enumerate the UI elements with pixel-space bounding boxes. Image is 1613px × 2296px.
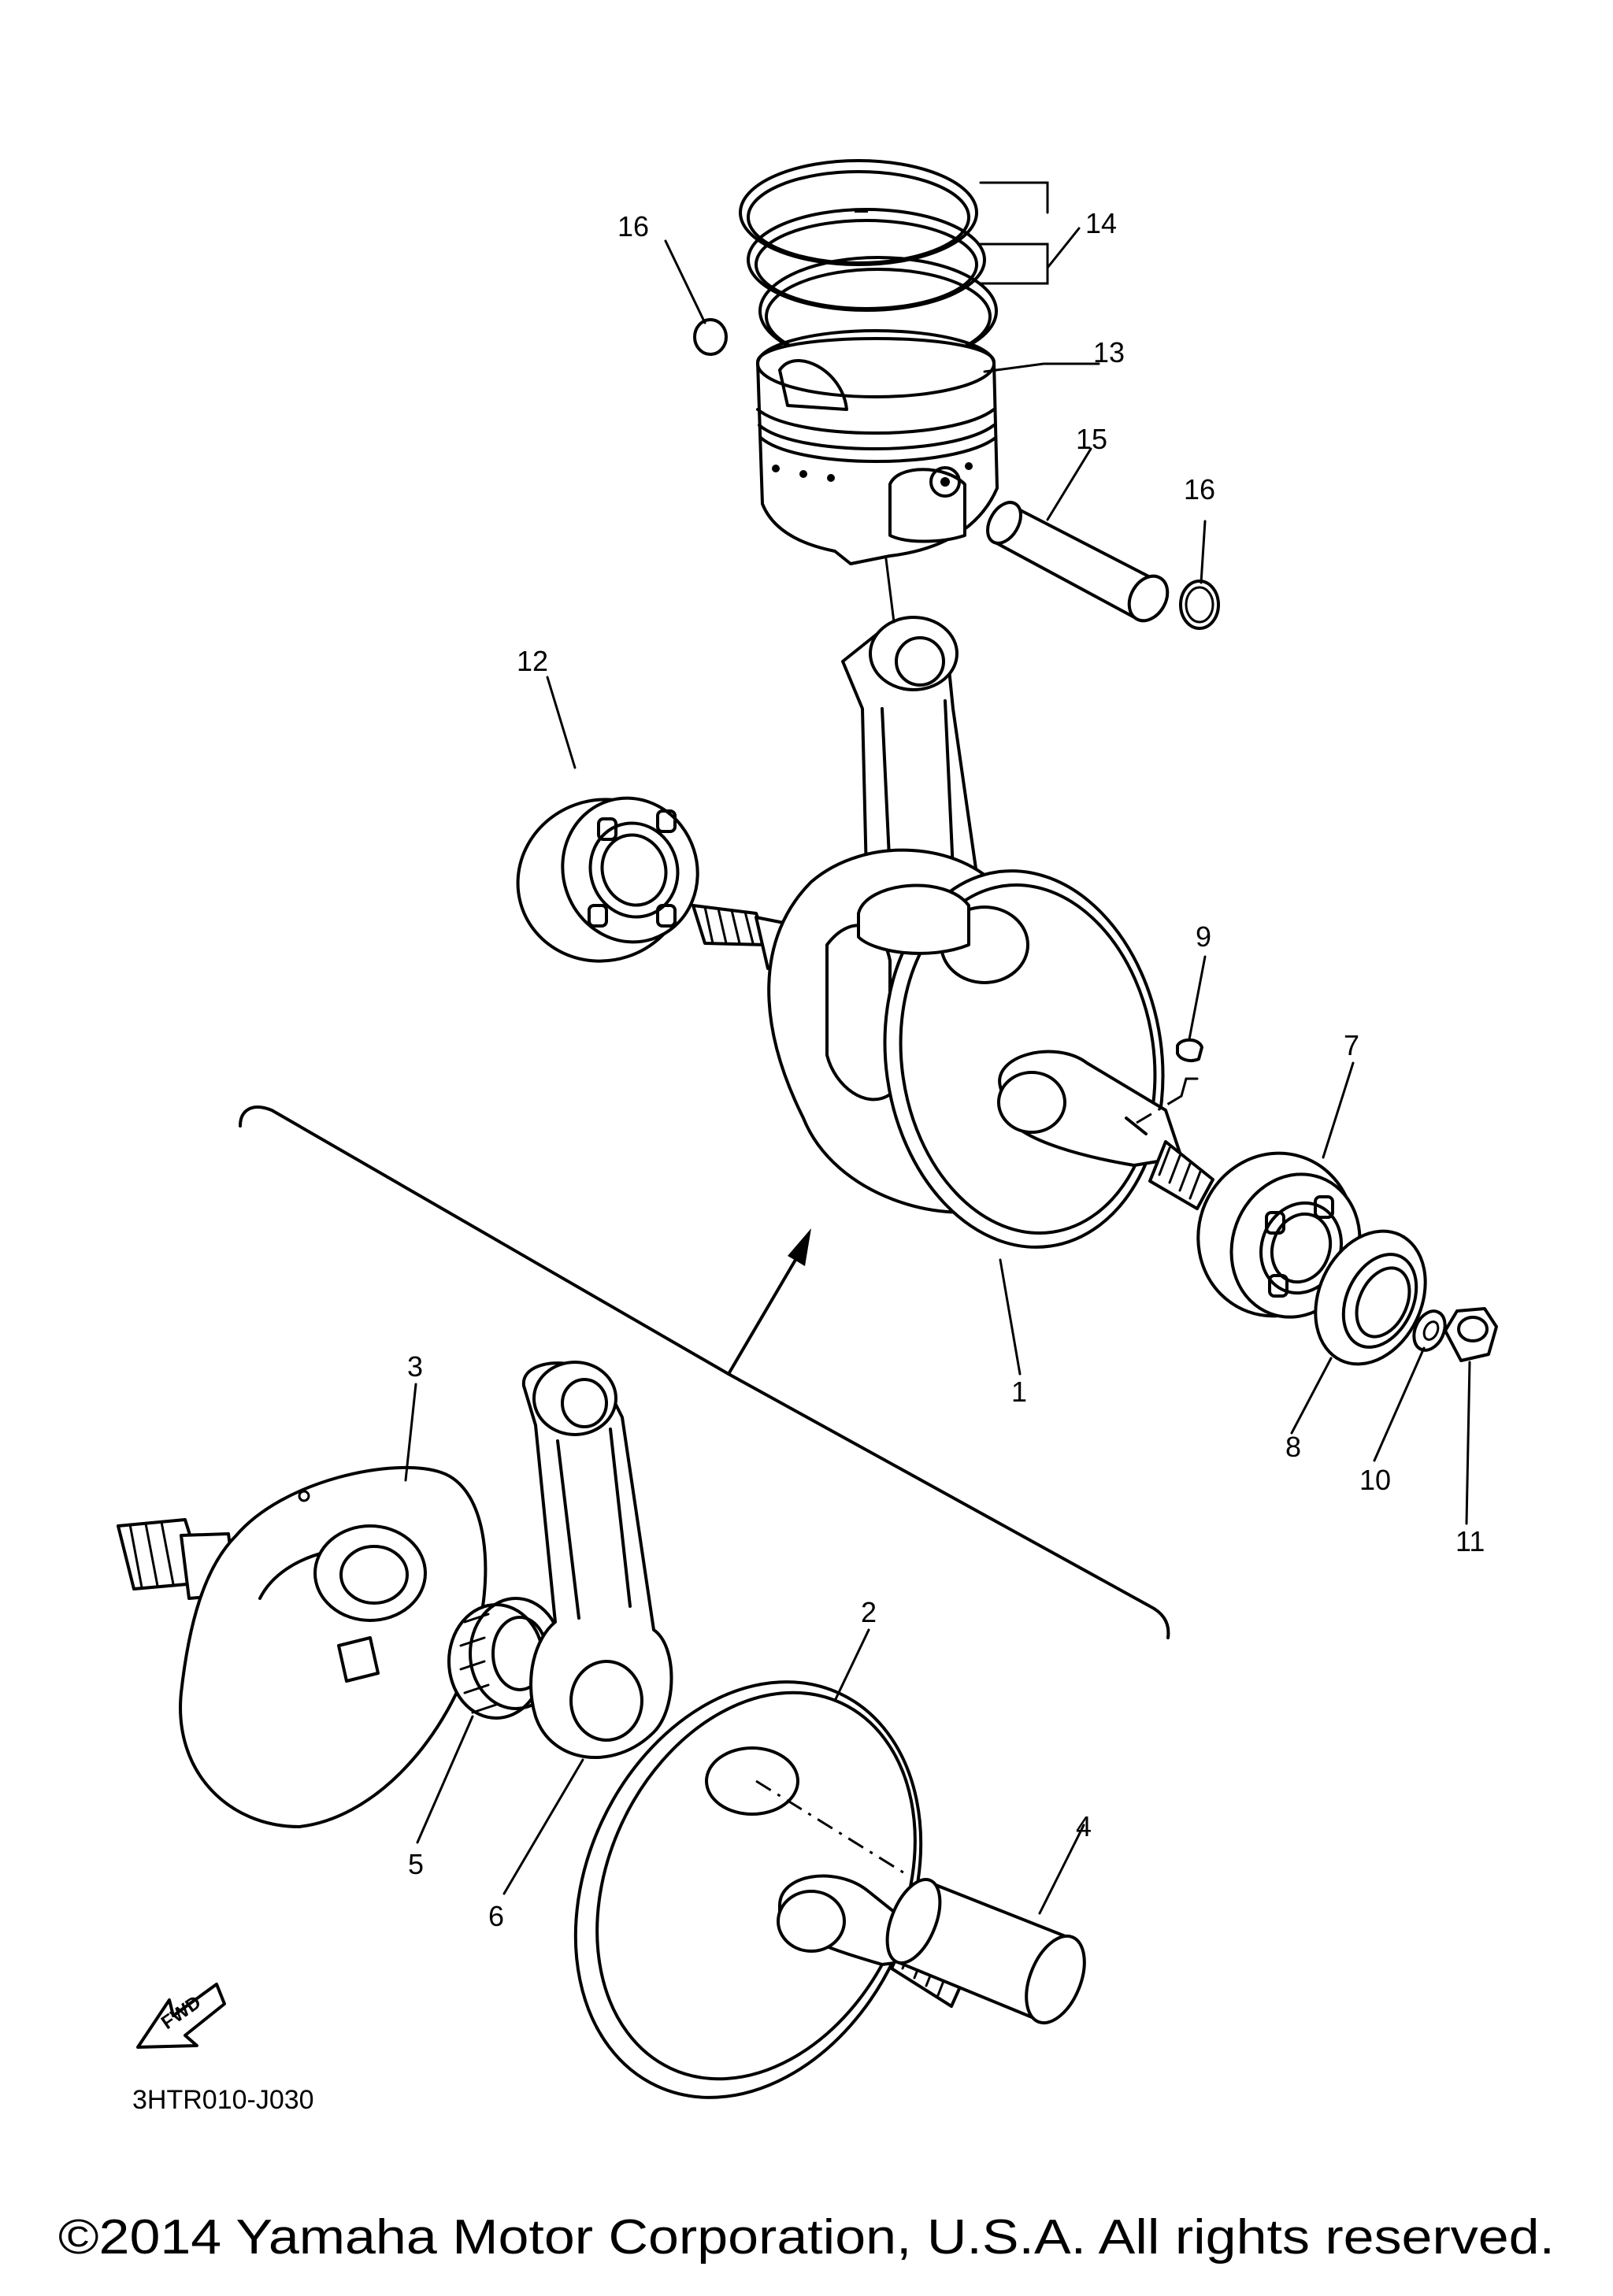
diagram-code: 3HTR010-J030 — [132, 2085, 314, 2115]
callout-5: 5 — [408, 1848, 424, 1880]
callout-10: 10 — [1359, 1464, 1391, 1496]
callout-2: 2 — [861, 1596, 877, 1628]
exploded-view-bracket — [239, 1105, 1170, 1639]
callout-numbers: 14 13 15 16 16 12 9 7 1 8 10 11 3 2 4 5 … — [407, 207, 1485, 1932]
callout-16-right: 16 — [1184, 473, 1215, 505]
connecting-rod — [521, 1361, 673, 1759]
callout-11: 11 — [1455, 1525, 1485, 1557]
nut — [1444, 1307, 1498, 1362]
bearing-left — [516, 796, 699, 963]
oil-seal — [1314, 1229, 1427, 1366]
needle-bearing — [447, 1597, 563, 1720]
callout-9: 9 — [1196, 920, 1211, 953]
callout-3: 3 — [407, 1350, 423, 1383]
washer — [1412, 1309, 1447, 1352]
crank-pin — [885, 1878, 1086, 2025]
callout-1: 1 — [1011, 1376, 1027, 1408]
callout-7: 7 — [1344, 1029, 1359, 1061]
copyright-notice: ©2014 Yamaha Motor Corporation, U.S.A. A… — [58, 2210, 1555, 2265]
callout-12: 12 — [517, 645, 548, 677]
callout-15: 15 — [1076, 423, 1107, 455]
leader-lines — [404, 181, 1471, 1915]
connecting-rod-assembled — [841, 616, 978, 923]
circlip-left — [693, 318, 728, 356]
callout-8: 8 — [1285, 1431, 1301, 1463]
piston-rings — [739, 159, 998, 366]
piston-pin — [986, 501, 1170, 623]
woodruff-key — [1136, 1038, 1203, 1124]
callout-13: 13 — [1093, 336, 1125, 368]
callout-4: 4 — [1076, 1810, 1092, 1842]
crank-half-left — [117, 1465, 488, 1828]
fwd-arrow-icon: FWD — [136, 1983, 226, 2049]
circlip-right — [1179, 580, 1220, 630]
crankshaft-assembly — [692, 848, 1214, 1249]
callout-14: 14 — [1085, 207, 1117, 239]
callout-6: 6 — [488, 1900, 504, 1932]
piston — [756, 329, 999, 565]
callout-16-left: 16 — [617, 210, 649, 243]
